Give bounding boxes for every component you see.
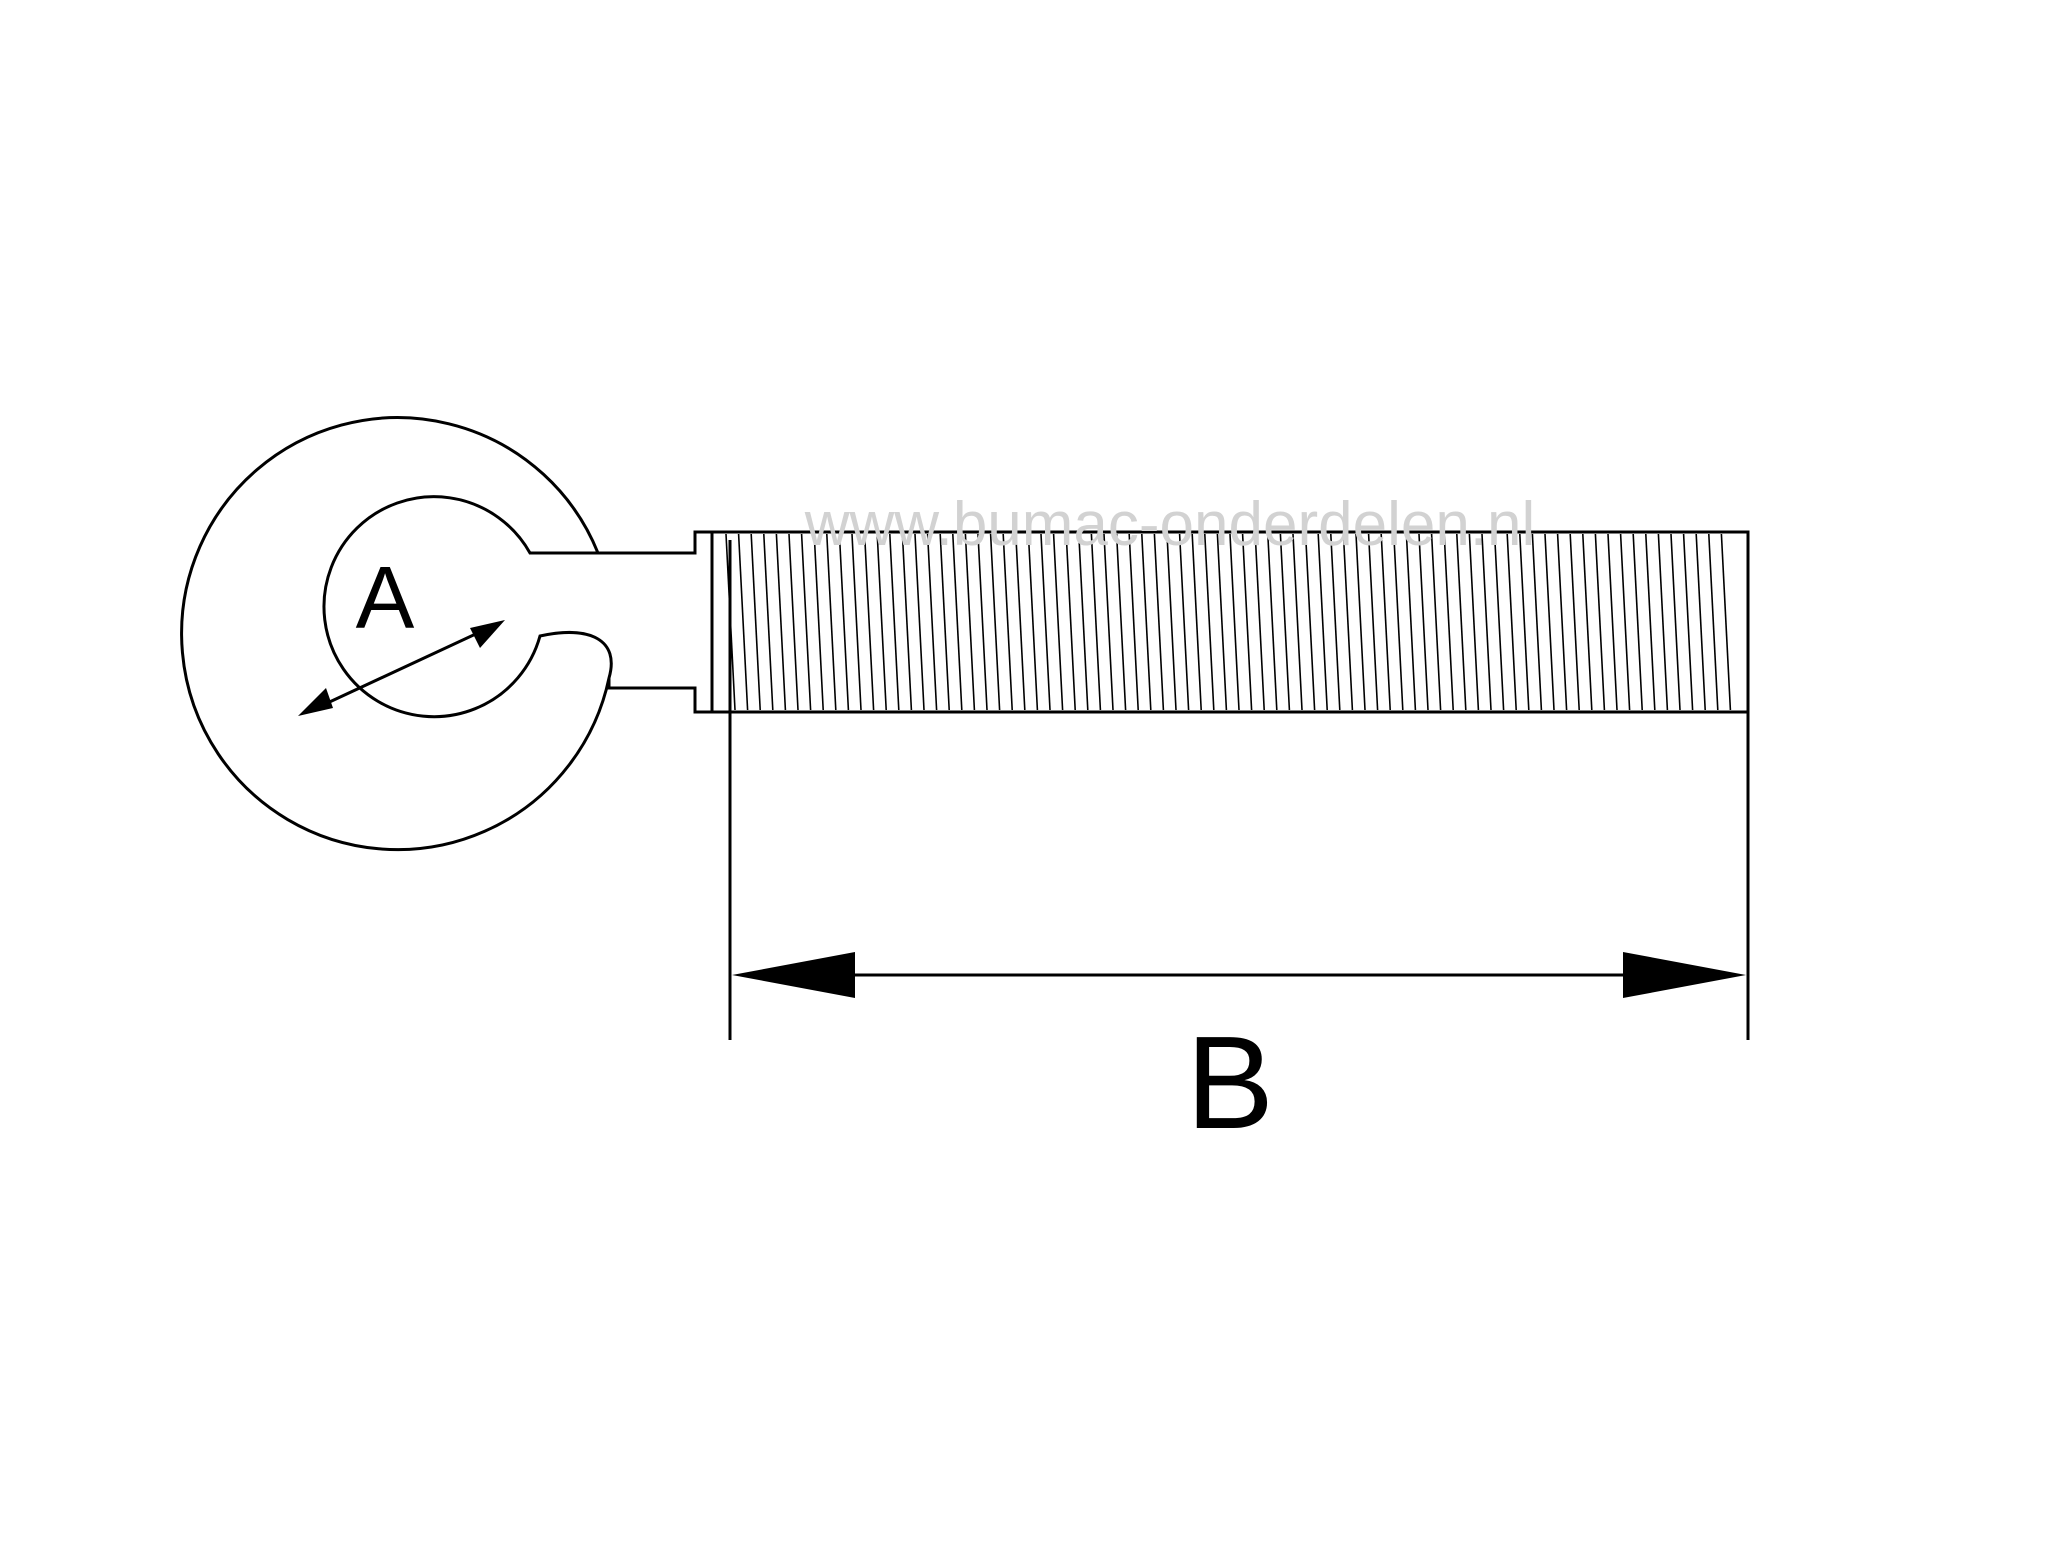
thread-line: [1002, 533, 1013, 711]
thread-line: [1178, 533, 1190, 711]
thread-line: [1330, 533, 1341, 711]
thread-line: [1405, 533, 1417, 711]
thread-line: [1052, 533, 1064, 711]
dimension-b-arrowhead-left: [732, 952, 855, 998]
thread-line: [1670, 533, 1681, 711]
thread-line: [1103, 533, 1114, 711]
dimension-a-line: [307, 623, 496, 714]
thread-line: [876, 533, 887, 711]
thread-line: [863, 533, 875, 711]
threaded-shank: [710, 530, 1750, 714]
thread-line: [977, 533, 988, 711]
thread-line: [989, 533, 1001, 711]
thread-line: [1582, 533, 1593, 711]
thread-line: [1241, 533, 1253, 711]
thread-line: [826, 533, 837, 711]
thread-lines: [725, 533, 1732, 711]
thread-line: [838, 533, 850, 711]
thread-line: [1695, 533, 1706, 711]
thread-line: [1229, 533, 1240, 711]
thread-line: [1015, 533, 1026, 711]
thread-line: [1367, 533, 1379, 711]
dimension-a-arrowhead-start: [298, 688, 333, 716]
thread-line: [1342, 533, 1354, 711]
thread-line: [1279, 533, 1291, 711]
thread-line: [889, 533, 900, 711]
thread-line: [1040, 533, 1051, 711]
thread-line: [1418, 533, 1429, 711]
thread-line: [1027, 533, 1039, 711]
thread-line: [1128, 533, 1139, 711]
dimension-a: A: [298, 548, 505, 716]
thread-line: [1708, 533, 1719, 711]
thread-line: [952, 533, 963, 711]
thread-line: [737, 533, 749, 711]
thread-line: [1506, 533, 1517, 711]
dimension-a-arrowhead-end: [470, 620, 505, 648]
thread-line: [1267, 533, 1278, 711]
thread-line: [914, 533, 925, 711]
thread-line: [1078, 533, 1089, 711]
thread-line: [1556, 533, 1568, 711]
dimension-b-arrowhead-right: [1623, 952, 1746, 998]
thread-line: [750, 533, 761, 711]
thread-line: [1380, 533, 1391, 711]
thread-line: [1569, 533, 1580, 711]
thread-line: [1115, 533, 1127, 711]
thread-line: [1682, 533, 1694, 711]
thread-line: [1481, 533, 1492, 711]
thread-line: [901, 533, 913, 711]
thread-line: [1456, 533, 1467, 711]
thread-line: [851, 533, 862, 711]
thread-line: [1141, 533, 1152, 711]
thread-line: [1355, 533, 1366, 711]
thread-line: [1216, 533, 1228, 711]
thread-line: [1468, 533, 1480, 711]
thread-line: [1317, 533, 1328, 711]
thread-line: [1153, 533, 1165, 711]
thread-line: [1443, 533, 1454, 711]
thread-line: [1166, 533, 1177, 711]
thread-line: [1065, 533, 1076, 711]
thread-line: [1090, 533, 1102, 711]
thread-line: [1519, 533, 1530, 711]
thread-line: [1204, 533, 1215, 711]
thread-line: [1191, 533, 1202, 711]
thread-line: [1544, 533, 1555, 711]
thread-line: [775, 533, 787, 711]
thread-line: [1720, 533, 1732, 711]
thread-line: [1304, 533, 1316, 711]
thread-line: [939, 533, 950, 711]
thread-line: [1430, 533, 1442, 711]
eye-outer-contour: [180, 416, 613, 852]
thread-line: [1531, 533, 1543, 711]
thread-line: [1292, 533, 1303, 711]
dimension-b-label: B: [1186, 1009, 1274, 1156]
bolt-neck: [598, 530, 714, 714]
thread-line: [1254, 533, 1265, 711]
thread-line: [788, 533, 799, 711]
thread-line: [1619, 533, 1631, 711]
thread-line: [1632, 533, 1643, 711]
thread-line: [1657, 533, 1669, 711]
thread-line: [1594, 533, 1606, 711]
thread-line: [800, 533, 812, 711]
thread-line: [763, 533, 774, 711]
dimension-a-label: A: [356, 548, 415, 647]
thread-line: [1493, 533, 1505, 711]
thread-line: [964, 533, 976, 711]
thread-line: [926, 533, 938, 711]
thread-line: [1393, 533, 1404, 711]
thread-line: [1645, 533, 1656, 711]
thread-line: [1607, 533, 1618, 711]
thread-line: [813, 533, 824, 711]
dimension-b: B: [728, 540, 1750, 1156]
watermark-text: www.bumac-onderdelen.nl: [804, 490, 1536, 559]
